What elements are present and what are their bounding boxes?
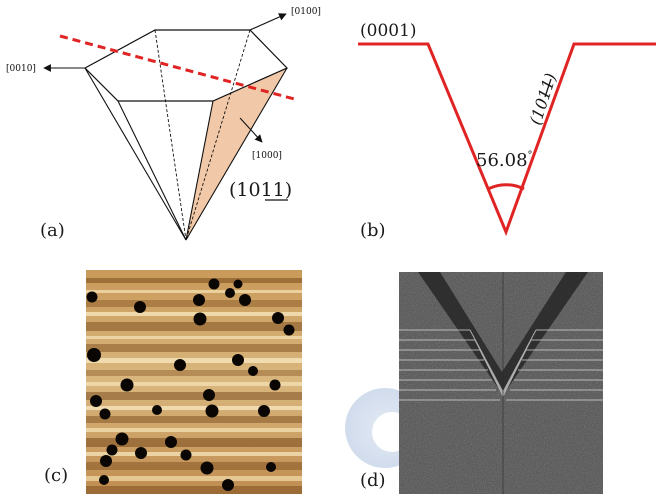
side-facet-underline bbox=[544, 78, 552, 98]
afm-terrace-streaks bbox=[86, 278, 302, 494]
panel-label-b: (b) bbox=[360, 220, 386, 241]
pyramid-edges bbox=[84, 67, 288, 241]
top-plane-label: (0001) bbox=[360, 21, 417, 41]
panel-b: (0001) (1011) 56.08° (b) bbox=[358, 21, 656, 241]
etch-pits bbox=[86, 278, 295, 491]
direction-label-0100: [0100] bbox=[291, 7, 321, 17]
cutting-plane-line bbox=[59, 34, 299, 102]
direction-label-0010: [0010] bbox=[6, 64, 36, 74]
tem-striations bbox=[399, 329, 603, 401]
arrow-0100 bbox=[249, 13, 287, 31]
v-profile-line bbox=[358, 42, 656, 237]
panel-label-d: (d) bbox=[360, 470, 386, 491]
panel-a: [0100] [0010] [1000] (1011) (a) bbox=[6, 7, 321, 241]
panel-label-a: (a) bbox=[40, 220, 65, 241]
tem-v-dark-band bbox=[418, 272, 588, 395]
angle-arc bbox=[487, 183, 525, 191]
panel-label-c: (c) bbox=[44, 465, 68, 486]
panel-c: (c) bbox=[44, 270, 302, 494]
angle-value: 56.08° bbox=[476, 150, 533, 171]
arrow-1000 bbox=[239, 117, 263, 143]
panel-d: (d) bbox=[360, 272, 603, 494]
hidden-edges bbox=[154, 29, 251, 241]
direction-label-1000: [1000] bbox=[252, 151, 282, 161]
facet-label: (1011) bbox=[229, 179, 292, 201]
